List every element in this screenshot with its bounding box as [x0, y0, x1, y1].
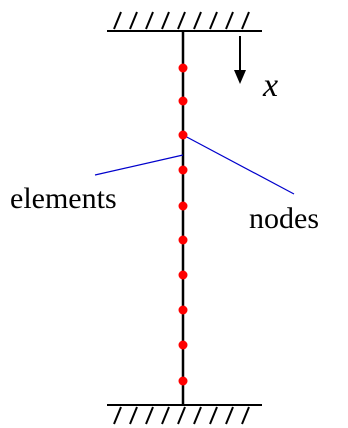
arrow-head: [234, 70, 246, 84]
nodes-pointer-line: [182, 134, 295, 195]
nodes-group: [178, 63, 188, 386]
node-dot: [178, 63, 188, 73]
axis-label-x: x: [262, 67, 278, 104]
node-dot: [178, 235, 188, 245]
node-dot: [178, 305, 188, 315]
bottom-fixed-support: [107, 404, 262, 425]
nodes-label: nodes: [249, 202, 319, 235]
node-dot: [178, 201, 188, 211]
top-support-hatching: [113, 11, 250, 30]
node-dot: [178, 340, 188, 350]
top-fixed-support: [107, 11, 262, 32]
node-dot: [178, 96, 188, 106]
node-dot: [178, 376, 188, 386]
x-direction-arrow: [234, 36, 246, 84]
node-dot: [178, 165, 188, 175]
node-dot: [178, 130, 188, 140]
elements-pointer-line: [94, 154, 184, 176]
bottom-support-hatching: [113, 406, 250, 425]
node-dot: [178, 270, 188, 280]
elements-label: elements: [10, 182, 117, 215]
